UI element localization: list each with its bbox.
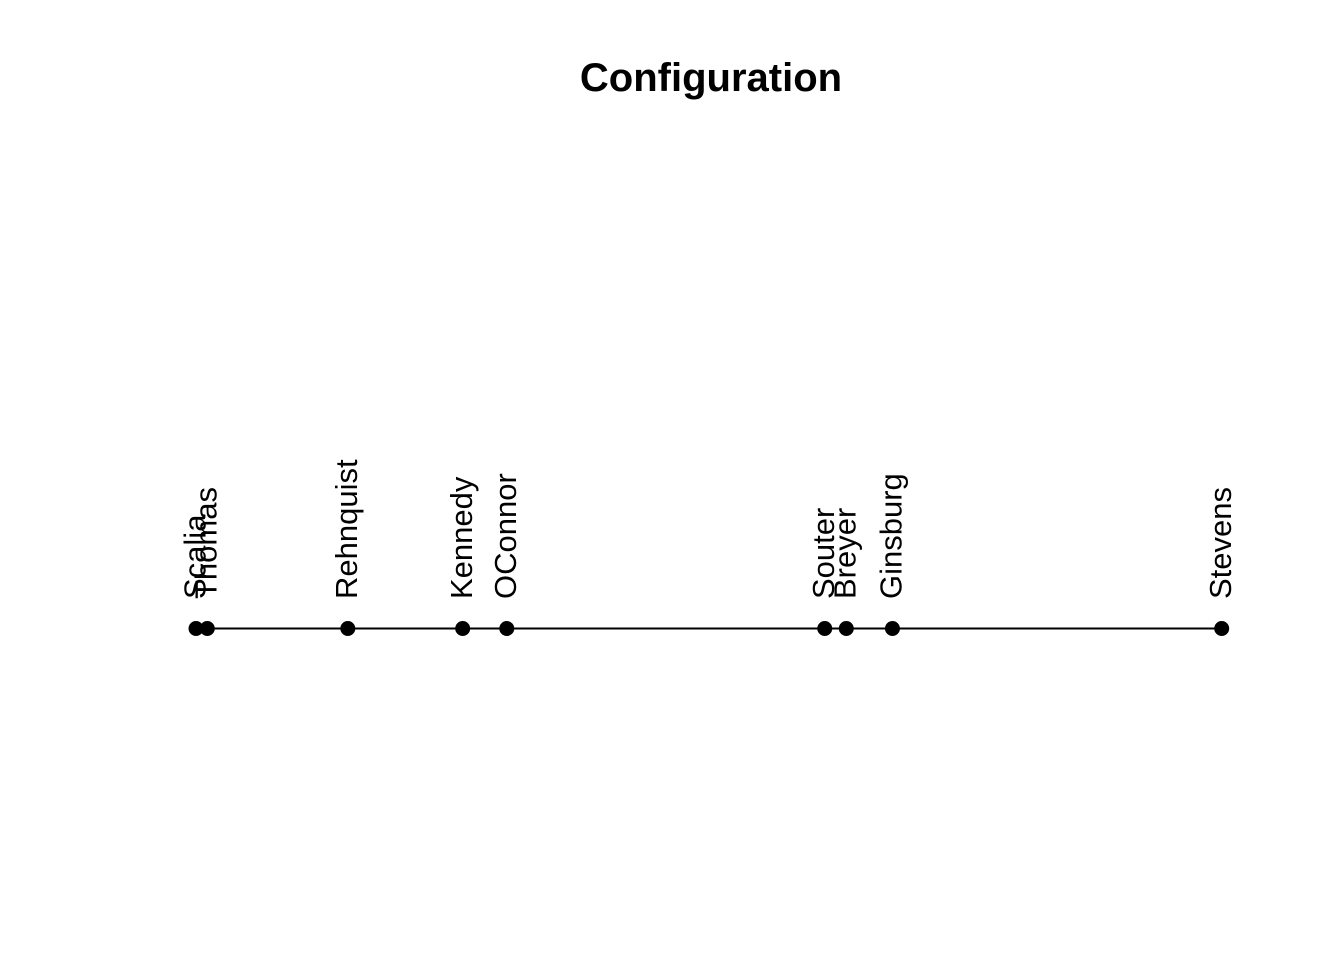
point-thomas xyxy=(199,621,215,636)
point-rehnquist xyxy=(340,621,356,636)
label-scalia: Scalia xyxy=(177,514,212,599)
point-scalia xyxy=(188,621,204,636)
point-oconnor xyxy=(499,621,515,636)
label-ginsburg: Ginsburg xyxy=(874,473,909,599)
label-breyer: Breyer xyxy=(828,508,863,599)
point-kennedy xyxy=(455,621,471,636)
chart-title: Configuration xyxy=(580,56,842,100)
label-thomas: Thomas xyxy=(189,487,224,599)
point-breyer xyxy=(838,621,854,636)
point-souter xyxy=(817,621,833,636)
label-rehnquist: Rehnquist xyxy=(329,459,364,599)
point-ginsburg xyxy=(884,621,900,636)
label-oconnor: OConnor xyxy=(488,473,523,599)
points-layer xyxy=(188,621,1230,636)
label-stevens: Stevens xyxy=(1203,487,1238,599)
label-souter: Souter xyxy=(806,508,841,599)
point-stevens xyxy=(1214,621,1230,636)
label-kennedy: Kennedy xyxy=(444,476,479,599)
